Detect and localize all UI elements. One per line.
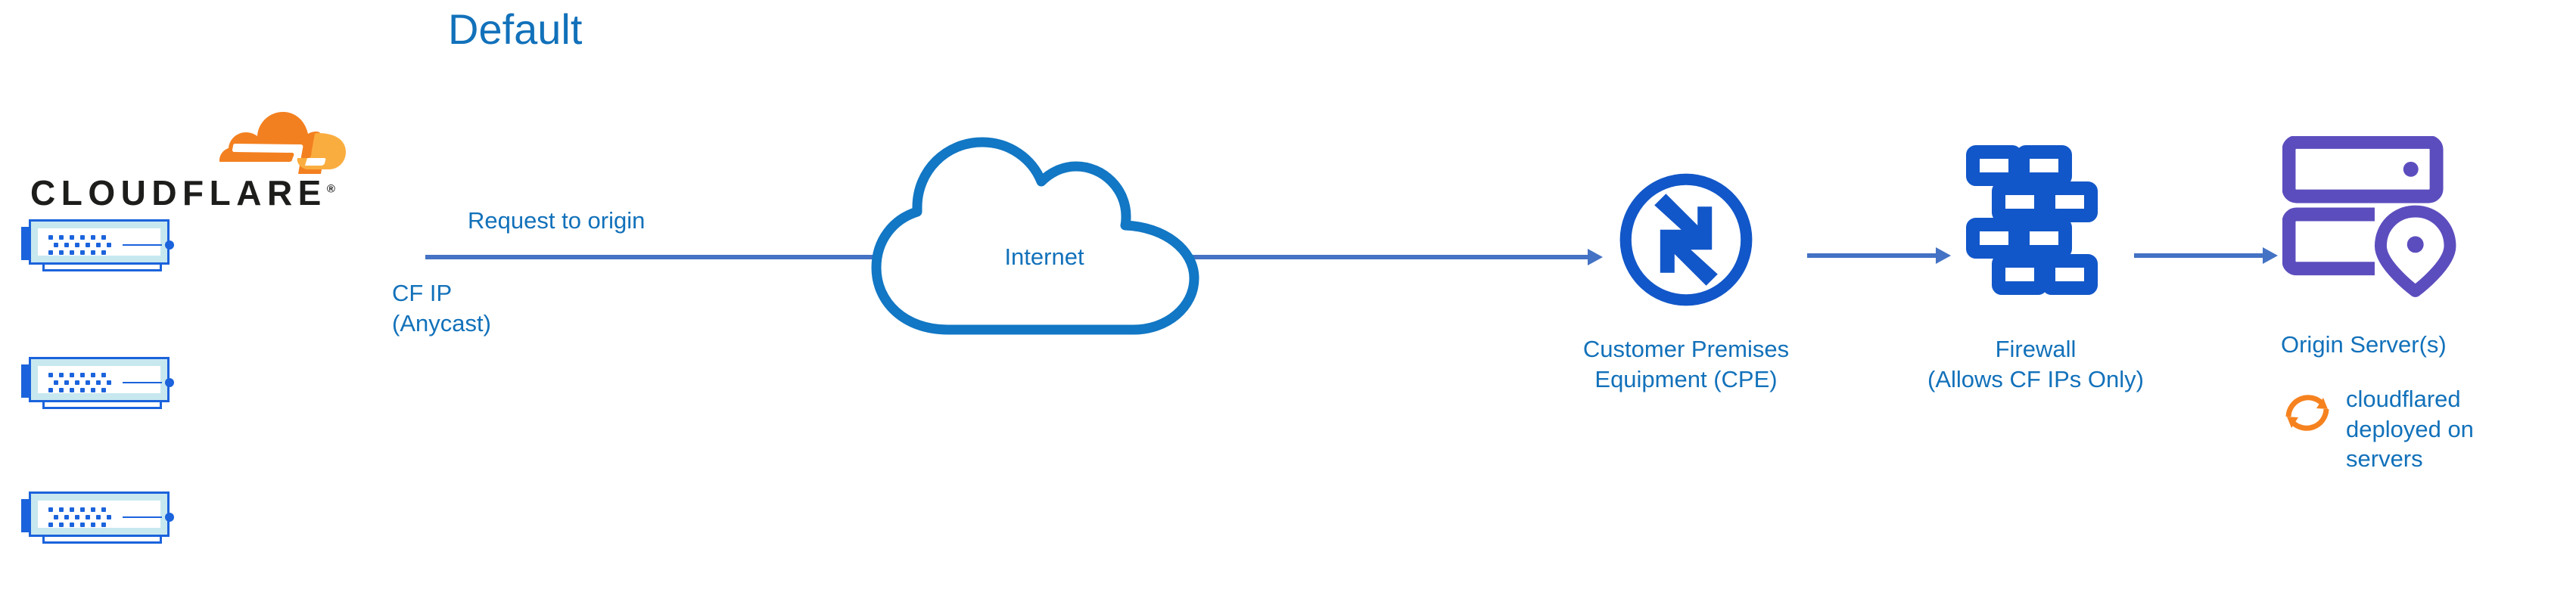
arrow-head-icon <box>1936 247 1951 264</box>
rack-indicator-line <box>123 244 162 246</box>
rack-indicator-line <box>123 382 162 383</box>
rack-vent-dots <box>48 235 115 255</box>
cloudflare-logo: CLOUDFLARE® <box>30 106 348 219</box>
firewall-label: Firewall (Allows CF IPs Only) <box>1927 336 2144 392</box>
wordmark-text: CLOUDFLARE <box>30 173 327 212</box>
rack-body <box>29 219 174 265</box>
cf-ip-anycast-label: CF IP (Anycast) <box>392 280 491 336</box>
server-rack-icon <box>21 492 174 544</box>
rack-vent-dots <box>48 507 115 527</box>
rack-led-icon <box>165 240 174 250</box>
rack-led-icon <box>165 513 174 522</box>
rack-face <box>38 228 174 256</box>
internet-label: Internet <box>1004 243 1084 270</box>
rack-vent-dots <box>48 373 115 392</box>
rack-indicator-line <box>123 516 162 518</box>
rack-face <box>38 366 174 393</box>
cloudflare-cloud-logo-icon <box>219 112 346 174</box>
rack-led-icon <box>165 378 174 387</box>
cloudflare-wordmark: CLOUDFLARE® <box>30 175 348 210</box>
rack-body <box>29 357 174 402</box>
rack-body <box>29 492 174 537</box>
internet-cloud: Internet <box>832 106 1256 348</box>
cpe-node <box>1614 168 1758 312</box>
arrow-head-icon <box>2263 247 2278 264</box>
server-rack-icon <box>21 357 174 409</box>
origin-server-location-pin-icon <box>2282 135 2456 298</box>
brick-wall-icon <box>1966 145 2098 295</box>
request-to-origin-label: Request to origin <box>468 207 646 234</box>
router-icon <box>1619 173 1753 306</box>
arrow-shaft <box>2134 253 2263 258</box>
cloudflared-annotation-label: cloudflared deployed on servers <box>2346 386 2474 473</box>
origin-server-label: Origin Server(s) <box>2281 331 2447 358</box>
page-title: Default <box>448 5 583 53</box>
sync-arrows-icon <box>2285 395 2329 431</box>
cloud-outline-icon <box>871 137 1199 335</box>
cloudflared-sync-icon-wrap <box>2280 386 2335 440</box>
firewall-node <box>1965 144 2105 295</box>
trademark-symbol: ® <box>326 182 335 196</box>
cpe-label: Customer Premises Equipment (CPE) <box>1582 336 1790 392</box>
arrow-shaft <box>1807 253 1936 258</box>
server-rack-icon <box>21 219 174 271</box>
origin-server-node <box>2282 135 2456 299</box>
arrow-head-icon <box>1588 249 1603 265</box>
rack-face <box>38 501 174 528</box>
